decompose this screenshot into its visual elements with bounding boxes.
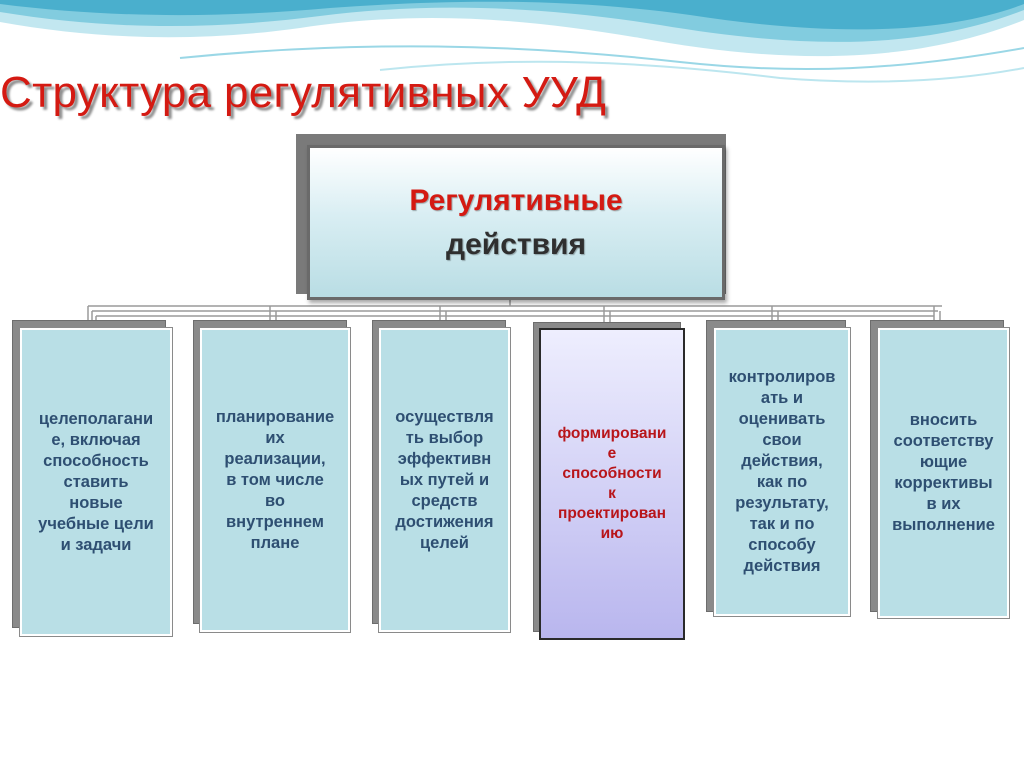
child-node-6: вносить соответству ющие коррективы в их… — [877, 327, 1010, 619]
child-node-3-text: осуществля ть выбор эффективн ых путей и… — [395, 407, 494, 552]
child-node-6-text: вносить соответству ющие коррективы в их… — [892, 411, 995, 534]
child-node-2: планирование их реализации, в том числе … — [199, 327, 351, 633]
root-node-title: Регулятивные — [409, 183, 623, 217]
root-node: Регулятивные действия — [307, 145, 725, 300]
child-node-1: целеполагани е, включая способность став… — [19, 327, 173, 637]
child-node-3: осуществля ть выбор эффективн ых путей и… — [378, 327, 511, 633]
child-node-1-text: целеполагани е, включая способность став… — [38, 409, 154, 554]
slide-title: Структура регулятивных УУД — [0, 68, 607, 117]
child-node-4: формировани е способности к проектирован… — [539, 328, 685, 640]
child-node-4-text: формировани е способности к проектирован… — [557, 425, 667, 542]
header-wave-decoration — [0, 0, 1024, 83]
child-node-2-text: планирование их реализации, в том числе … — [215, 407, 335, 552]
child-node-5: контролиров ать и оценивать свои действи… — [713, 327, 851, 617]
root-node-subtitle: действия — [446, 227, 586, 261]
child-node-5-text: контролиров ать и оценивать свои действи… — [728, 368, 836, 575]
